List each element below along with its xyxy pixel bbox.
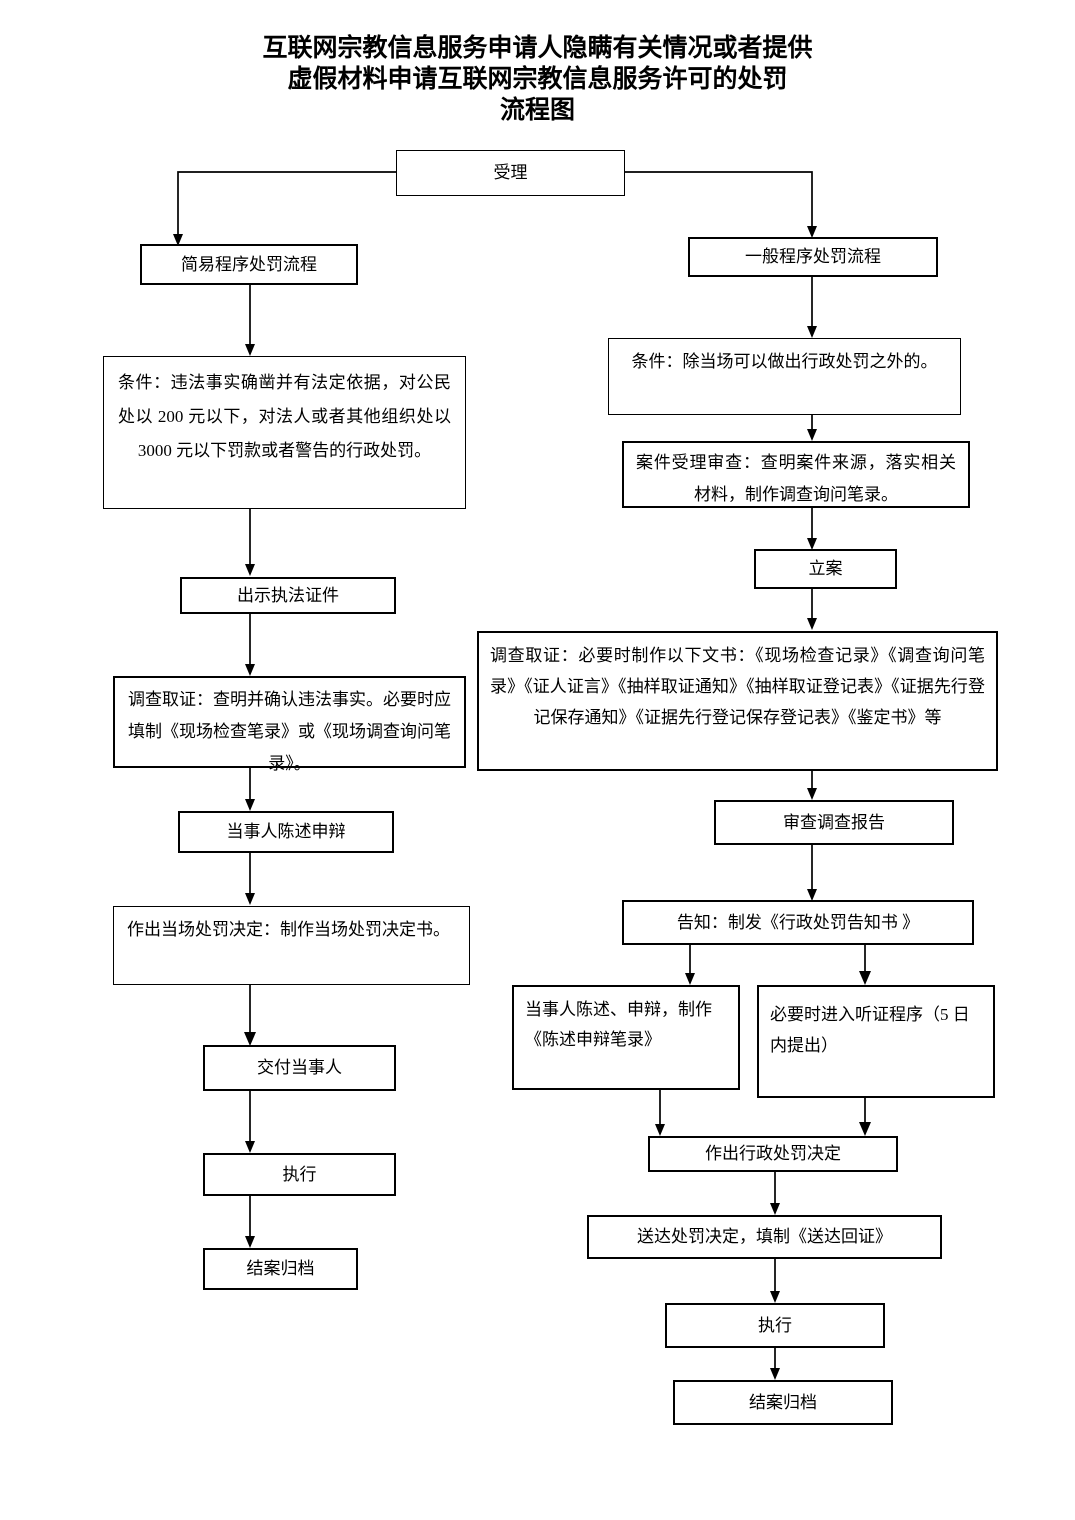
node-accept[interactable]: 受理	[396, 150, 625, 196]
node-simple-investigate[interactable]: 调查取证：查明并确认违法事实。必要时应填制《现场检查笔录》或《现场调查询问笔录》…	[113, 676, 466, 773]
node-general-condition-label: 条件：除当场可以做出行政处罚之外的。	[631, 352, 938, 371]
node-simple-branch[interactable]: 简易程序处罚流程	[140, 244, 358, 285]
node-simple-decision-label: 作出当场处罚决定：制作当场处罚决定书。	[127, 920, 450, 939]
node-general-notify[interactable]: 告知：制发《行政处罚告知书 》	[622, 900, 974, 945]
node-general-notify-label: 告知：制发《行政处罚告知书 》	[676, 912, 920, 932]
node-general-review-report[interactable]: 审查调查报告	[714, 800, 954, 845]
node-general-decision[interactable]: 作出行政处罚决定	[648, 1136, 898, 1172]
node-general-investigate[interactable]: 调查取证：必要时制作以下文书：《现场检查记录》《调查询问笔录》《证人证言》《抽样…	[477, 631, 998, 771]
node-general-case-review[interactable]: 案件受理审查：查明案件来源，落实相关材料，制作调查询问笔录。	[622, 441, 970, 508]
node-general-case-review-label: 案件受理审查：查明案件来源，落实相关材料，制作调查询问笔录。	[636, 453, 956, 504]
node-general-serve[interactable]: 送达处罚决定，填制《送达回证》	[587, 1215, 942, 1259]
node-general-filing-label: 立案	[808, 559, 843, 578]
node-general-hearing[interactable]: 必要时进入听证程序（5 日内提出）	[757, 985, 995, 1098]
node-general-investigate-label: 调查取证：必要时制作以下文书：《现场检查记录》《调查询问笔录》《证人证言》《抽样…	[490, 646, 985, 727]
node-general-execute-label: 执行	[758, 1315, 792, 1335]
node-simple-deliver-label: 交付当事人	[257, 1058, 342, 1077]
node-general-branch[interactable]: 一般程序处罚流程	[688, 237, 938, 277]
node-simple-condition-label: 条件：违法事实确凿并有法定依据，对公民处以 200 元以下，对法人或者其他组织处…	[118, 373, 451, 460]
node-general-hearing-label: 必要时进入听证程序（5 日内提出）	[770, 1005, 970, 1055]
node-general-execute[interactable]: 执行	[665, 1303, 885, 1348]
node-simple-condition[interactable]: 条件：违法事实确凿并有法定依据，对公民处以 200 元以下，对法人或者其他组织处…	[103, 356, 466, 509]
page-title: 互联网宗教信息服务申请人隐瞒有关情况或者提供 虚假材料申请互联网宗教信息服务许可…	[262, 33, 813, 124]
node-accept-label: 受理	[493, 163, 528, 182]
node-general-serve-label: 送达处罚决定，填制《送达回证》	[637, 1227, 892, 1246]
node-general-statement[interactable]: 当事人陈述、申辩，制作《陈述申辩笔录》	[512, 985, 740, 1090]
node-simple-deliver[interactable]: 交付当事人	[203, 1045, 396, 1091]
node-general-statement-label: 当事人陈述、申辩，制作《陈述申辩笔录》	[525, 1000, 712, 1049]
node-general-branch-label: 一般程序处罚流程	[745, 247, 881, 266]
node-simple-branch-label: 简易程序处罚流程	[181, 254, 317, 274]
node-general-archive[interactable]: 结案归档	[673, 1380, 893, 1425]
node-simple-decision[interactable]: 作出当场处罚决定：制作当场处罚决定书。	[113, 906, 470, 985]
node-simple-statement[interactable]: 当事人陈述申辩	[178, 811, 394, 853]
node-simple-statement-label: 当事人陈述申辩	[226, 822, 346, 841]
node-general-archive-label: 结案归档	[749, 1392, 817, 1412]
node-simple-execute-label: 执行	[282, 1164, 317, 1184]
node-simple-investigate-label: 调查取证：查明并确认违法事实。必要时应填制《现场检查笔录》或《现场调查询问笔录》…	[128, 690, 451, 773]
node-general-review-report-label: 审查调查报告	[783, 812, 885, 832]
node-simple-archive[interactable]: 结案归档	[203, 1248, 358, 1290]
node-simple-show-credentials-label: 出示执法证件	[237, 585, 339, 605]
node-general-filing[interactable]: 立案	[754, 549, 897, 589]
node-general-decision-label: 作出行政处罚决定	[705, 1144, 841, 1163]
node-simple-show-credentials[interactable]: 出示执法证件	[180, 577, 396, 614]
node-general-condition[interactable]: 条件：除当场可以做出行政处罚之外的。	[608, 338, 961, 415]
node-simple-execute[interactable]: 执行	[203, 1153, 396, 1196]
node-simple-archive-label: 结案归档	[246, 1259, 315, 1278]
